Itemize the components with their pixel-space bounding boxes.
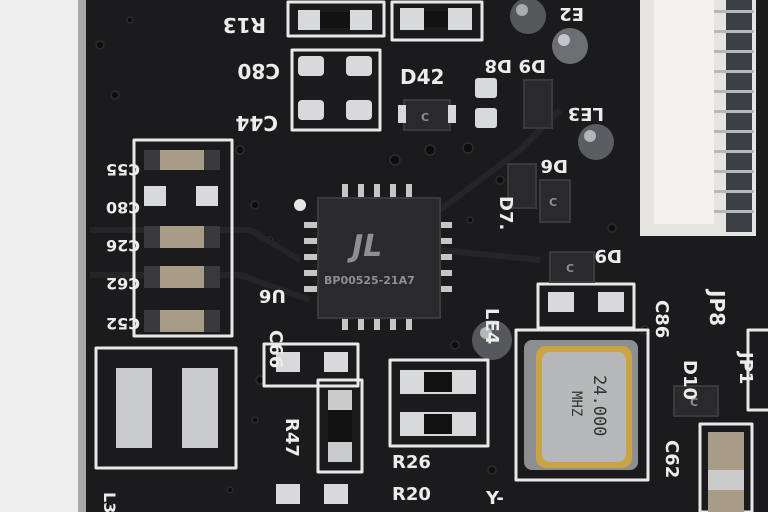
label-c80b: C80 <box>106 198 140 217</box>
diode-d7 <box>507 163 537 209</box>
svg-text:C: C <box>549 196 557 209</box>
label-r47: R47 <box>281 418 302 457</box>
silkscreen-labels: R13 C80 C44 D42 D8 D9 E2 LE3 D6 D7. U6 C… <box>100 3 756 512</box>
ic-u6: JL BP00525-21A7 <box>304 184 452 330</box>
led-le3 <box>578 124 614 160</box>
capacitor-pads-c80 <box>298 56 372 120</box>
resistors-r26-r20 <box>400 370 476 436</box>
silk-c66-box <box>262 342 360 388</box>
label-d7: D7. <box>495 196 516 230</box>
label-d8: D8 <box>485 55 512 76</box>
inductor-pads <box>116 368 218 448</box>
label-c52: C52 <box>106 314 140 333</box>
resistor-top-right <box>400 8 472 30</box>
label-l3: L3 <box>100 492 119 512</box>
ic-logo: JL <box>347 229 382 264</box>
svg-text:C: C <box>566 262 574 275</box>
silk-c86-box <box>536 282 636 330</box>
silk-r13-box <box>286 0 386 38</box>
silk-jp1-box <box>746 328 768 412</box>
left-background <box>0 0 84 512</box>
pads-c66 <box>276 352 348 372</box>
label-c86: C86 <box>651 300 672 338</box>
silk-bottom-left-box <box>94 346 238 470</box>
label-u6: U6 <box>259 285 286 306</box>
label-d10: D10 <box>679 360 700 400</box>
copper-traces <box>90 107 563 303</box>
label-c62: C62 <box>661 440 682 478</box>
led-top <box>552 28 588 64</box>
label-r26: R26 <box>392 452 431 473</box>
label-d9: D9 <box>519 55 546 76</box>
silk-crystal-box <box>514 328 650 482</box>
label-r20: R20 <box>392 484 431 505</box>
crystal-24mhz: 24.000 MHZ <box>524 340 638 470</box>
label-c62b: C62 <box>106 274 140 293</box>
led-e2 <box>510 0 546 34</box>
label-jp1: JP1 <box>735 350 756 384</box>
label-c80: C80 <box>237 59 280 83</box>
label-c44: C44 <box>235 111 278 135</box>
svg-text:C: C <box>690 396 698 409</box>
silk-c62-box <box>698 422 754 512</box>
resistor-r13 <box>298 10 372 30</box>
label-d42: D42 <box>400 65 444 89</box>
pads-bottom <box>276 484 348 504</box>
capacitor-column <box>144 150 220 332</box>
svg-text:C: C <box>421 111 429 124</box>
crystal-frequency: 24.000 <box>589 375 609 436</box>
fpc-connector <box>640 0 756 236</box>
via-field <box>95 16 650 494</box>
silk-top-resistor-box <box>390 0 484 42</box>
diode-d6: C <box>539 179 571 223</box>
diode-d10: C <box>673 385 719 417</box>
silk-c80-c44-box <box>290 48 382 132</box>
label-d6: D6 <box>541 155 568 176</box>
resistor-r47 <box>328 390 352 462</box>
led-le4 <box>472 320 512 360</box>
label-e2: E2 <box>559 3 584 24</box>
label-c26: C26 <box>106 236 140 255</box>
diode-d8 <box>475 78 553 129</box>
label-le3: LE3 <box>568 103 604 124</box>
capacitor-c62 <box>708 432 744 512</box>
silk-r47-box <box>316 378 364 474</box>
silk-cap-column <box>132 138 234 338</box>
label-le4: LE4 <box>481 308 502 344</box>
ic-marking: BP00525-21A7 <box>324 274 415 287</box>
crystal-unit: MHZ <box>568 391 584 416</box>
diode-d42: C <box>398 99 456 131</box>
label-c55: C55 <box>106 160 140 179</box>
board-edge <box>78 0 86 512</box>
label-d9b: D9 <box>595 245 622 266</box>
label-jp8: JP8 <box>705 288 729 326</box>
label-y1: Y- <box>485 488 504 509</box>
label-c66: C66 <box>265 330 286 368</box>
silk-r26-r20-box <box>388 358 490 448</box>
label-r13: R13 <box>223 13 266 37</box>
diode-d9: C <box>548 251 624 312</box>
